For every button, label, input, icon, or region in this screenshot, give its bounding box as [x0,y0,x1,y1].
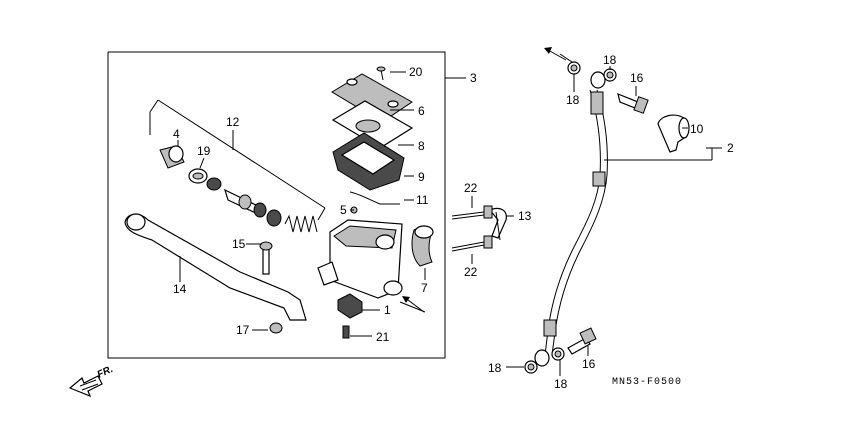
hose-cover [657,114,690,153]
callout-12: 12 [226,115,240,129]
circlip [188,168,208,184]
callout-16-top: 16 [630,71,644,85]
piston-cup [266,209,282,227]
piston-washer [206,177,222,191]
master-cylinder-body [317,206,403,299]
clamp-bolt-bottom [451,235,493,252]
callout-18-bottom-left: 18 [488,361,502,375]
callout-22-bottom: 22 [464,265,478,279]
master-cylinder-holder [411,225,434,267]
leader-lines [177,53,722,376]
callout-21: 21 [376,330,390,344]
hose-direction-arrow [544,47,567,61]
diaphragm [332,132,405,191]
callout-17: 17 [236,323,250,337]
callout-3: 3 [470,71,477,85]
front-direction-label: FR. [96,364,115,381]
callout-20: 20 [409,65,423,79]
master-cylinder-frame [107,51,446,359]
callout-14: 14 [173,282,187,296]
callout-2: 2 [727,141,734,155]
callout-6: 6 [418,104,425,118]
sealing-washers-top [567,61,617,82]
callout-9: 9 [418,170,425,184]
sealing-washers-bottom [524,347,565,374]
hose-clamp [489,207,507,241]
piston [224,188,267,218]
callout-22-top: 22 [464,181,478,195]
assembly-arrow [402,296,425,313]
callout-13: 13 [518,209,532,223]
callout-1: 1 [384,303,391,317]
protector-float [349,191,400,205]
piston-boot [159,145,185,169]
callout-19: 19 [197,144,211,158]
clamp-bolt-top [451,205,493,220]
callout-15: 15 [232,237,246,251]
callout-10: 10 [690,122,704,136]
callout-5: 5 [340,203,347,217]
piston-spring [284,214,318,233]
callout-11: 11 [416,193,429,207]
callout-8: 8 [418,139,425,153]
piston-kit-bracket [149,99,326,221]
oil-bolt-bottom [567,327,597,355]
callout-4: 4 [173,127,180,141]
callout-7: 7 [421,281,428,295]
brake-hose [534,71,608,367]
stop-switch [337,293,363,319]
cap-screw [376,66,386,81]
switch-screw [342,325,350,339]
diagram-code: MN53-F0500 [612,377,682,388]
oil-bolt-top [617,93,649,114]
lever-pivot-bolt [259,241,273,275]
callout-18-top-left: 18 [566,93,580,107]
brake-lever [124,213,307,321]
callout-18-top-right: 18 [603,53,617,67]
callout-18-bottom-right: 18 [554,377,568,391]
lever-pivot-nut [269,322,283,334]
front-direction-arrow-icon [68,375,103,398]
callout-16-bottom: 16 [582,357,596,371]
